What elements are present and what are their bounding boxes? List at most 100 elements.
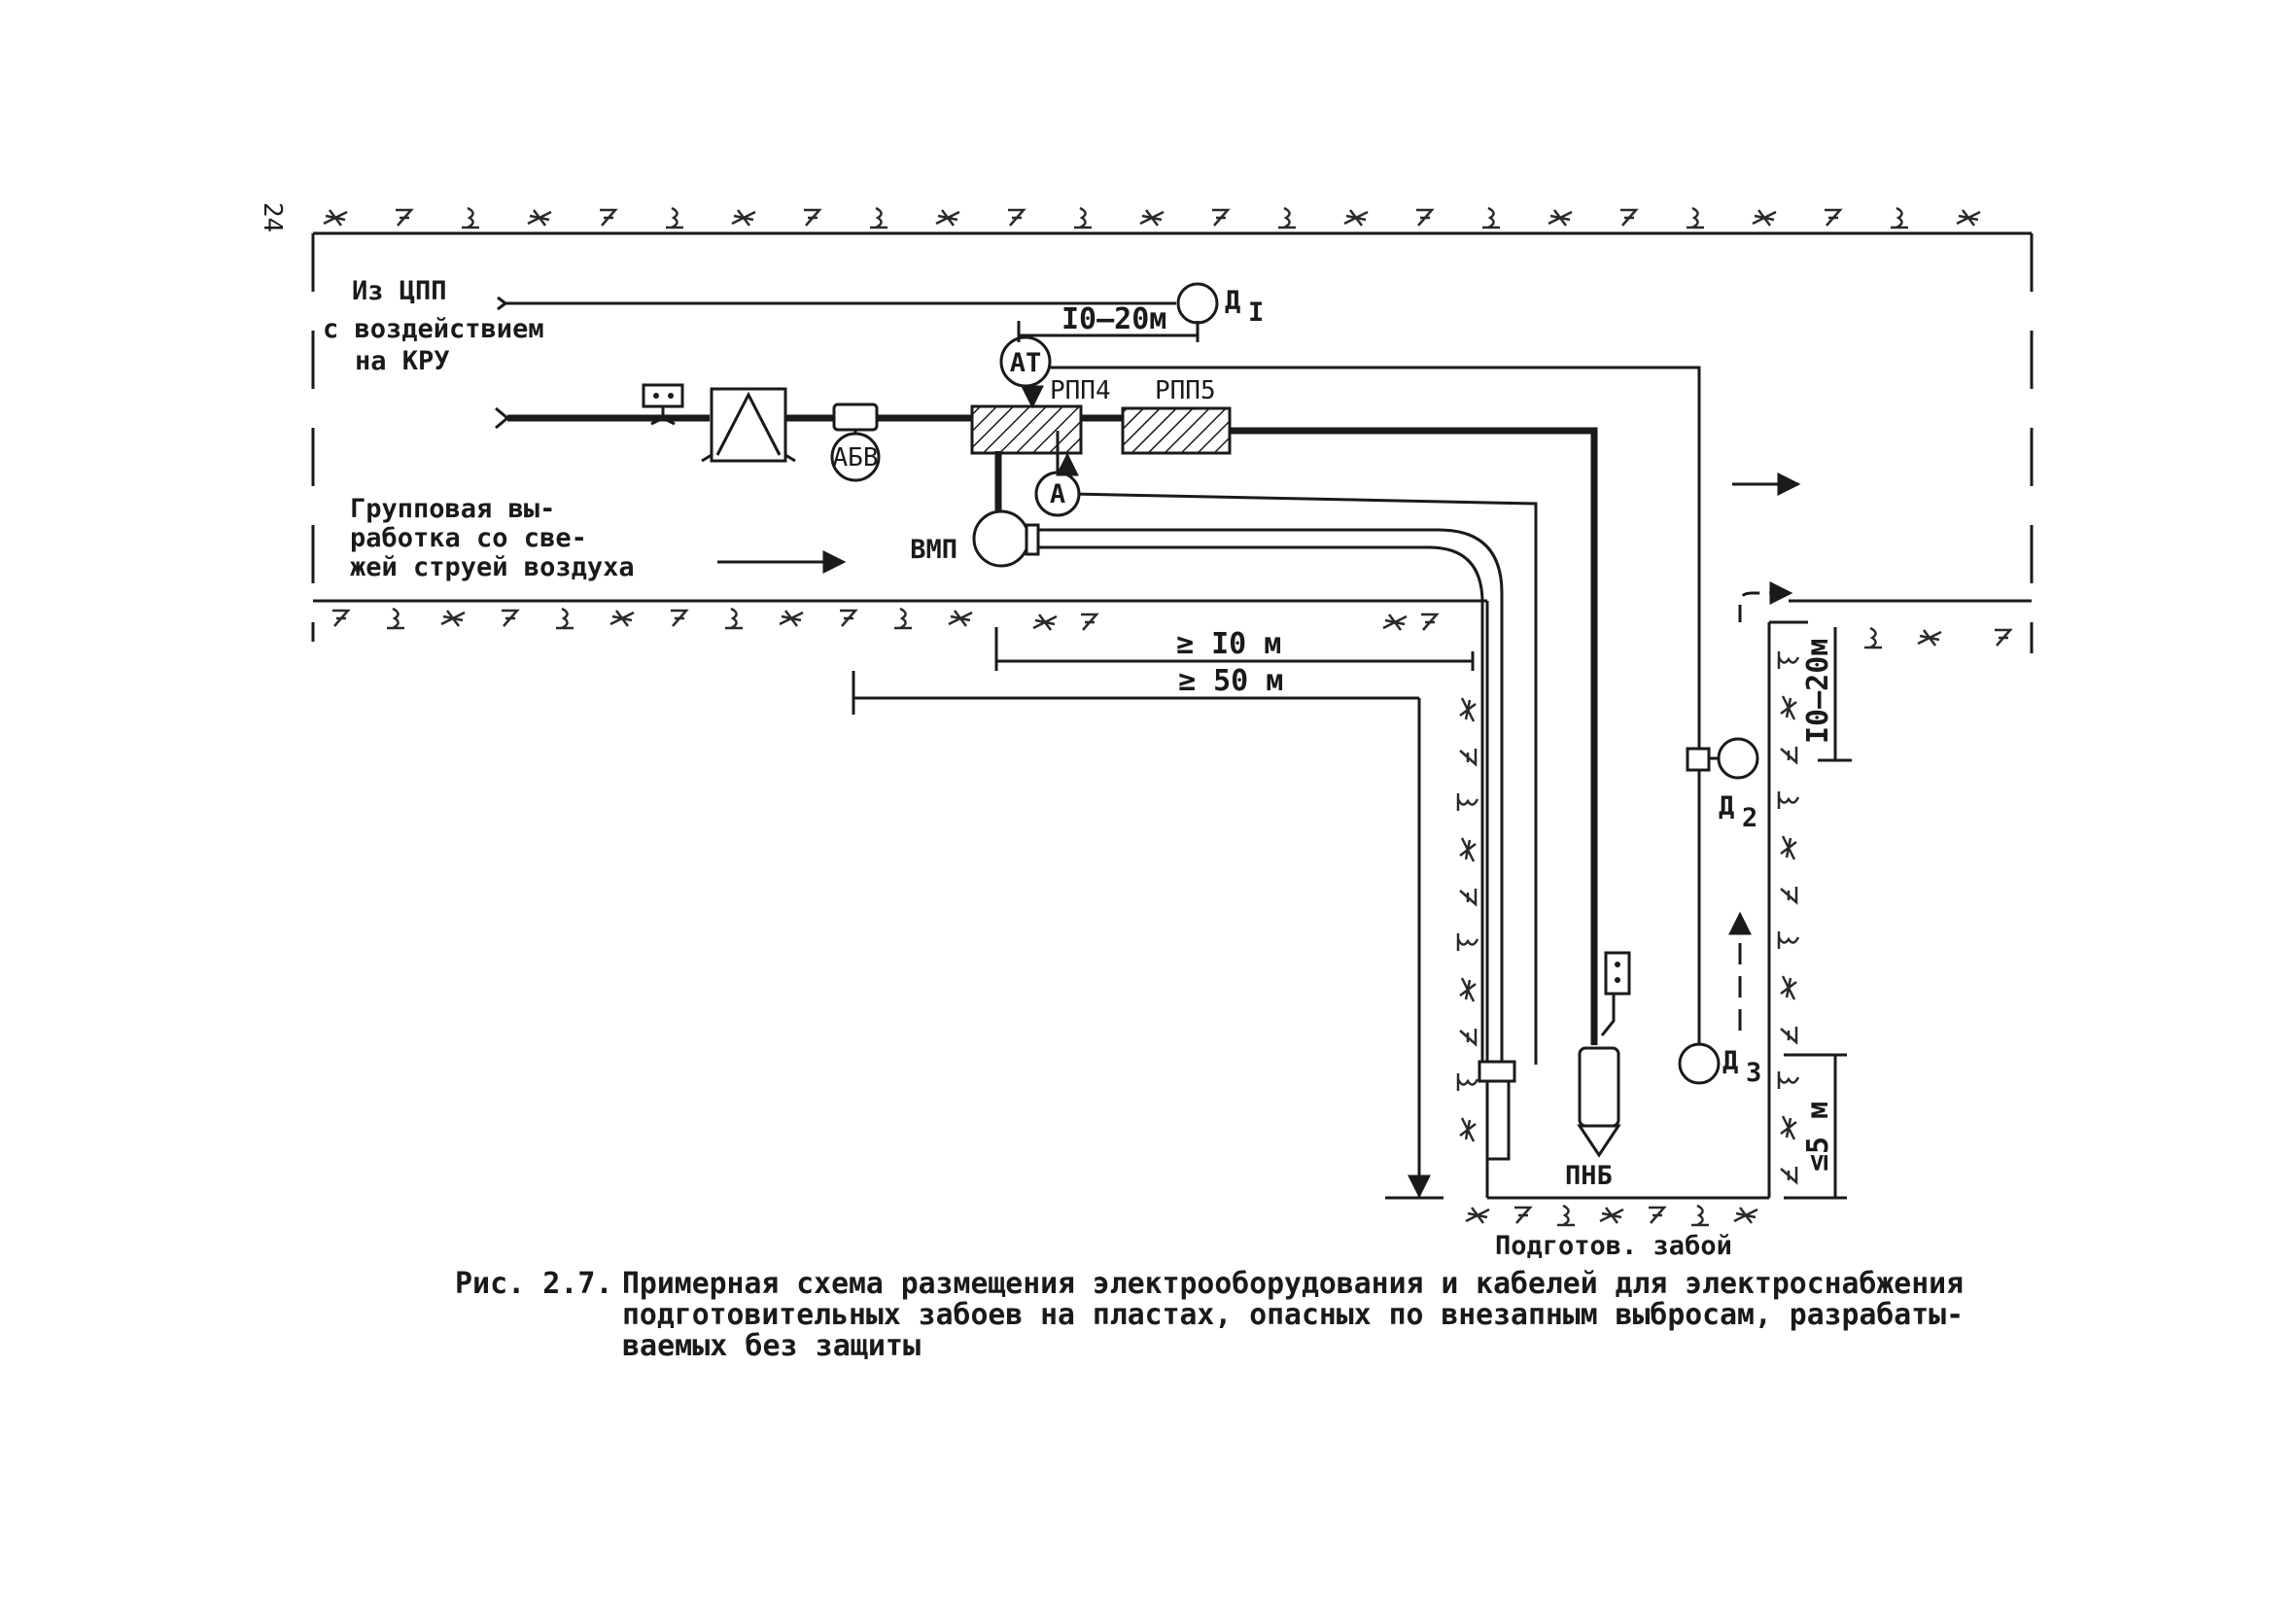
sensor-d1: Д I xyxy=(1176,282,1264,328)
caption-line-2: подготовительных забоев на пластах, опас… xyxy=(622,1298,1964,1332)
rock-mark xyxy=(1459,697,1477,722)
rock-mark xyxy=(1456,793,1479,811)
rpp5-unit: РПП5 xyxy=(1121,376,1232,455)
d1-label: Д xyxy=(1225,286,1240,316)
a-label: А xyxy=(1050,479,1065,509)
label-source-2: с воздействием xyxy=(323,314,544,344)
rock-mark xyxy=(1995,628,2013,647)
rock-mark xyxy=(1074,206,1092,229)
rock-mark xyxy=(387,607,404,630)
label-group-3: жей струей воздуха xyxy=(350,552,635,582)
rock-mark xyxy=(894,607,912,630)
rock-mark xyxy=(556,607,574,630)
rock-mark xyxy=(666,206,683,229)
rock-mark xyxy=(1620,208,1639,227)
rock-mark xyxy=(1777,1071,1800,1089)
dim-min-10: ≥ I0 м xyxy=(1176,627,1281,661)
rock-mark xyxy=(1687,206,1704,229)
cables xyxy=(495,296,1701,1065)
rock-mark xyxy=(1917,629,1942,647)
rock-mark xyxy=(948,610,973,627)
rock-hatching xyxy=(323,206,2013,1227)
rock-mark xyxy=(1825,208,1843,227)
rock-mark xyxy=(1733,1207,1758,1224)
rock-mark xyxy=(323,209,348,227)
rock-mark xyxy=(1008,208,1026,227)
vmp-label: ВМП xyxy=(910,535,957,565)
rock-mark xyxy=(1212,208,1231,227)
figure-caption: Рис. 2.7. Примерная схема размещения эле… xyxy=(455,1267,1964,1363)
rock-mark xyxy=(600,208,618,227)
at-unit: АТ xyxy=(999,335,1052,409)
rpp4-unit: РПП4 xyxy=(970,376,1111,455)
rock-mark xyxy=(1649,1206,1667,1224)
rock-mark xyxy=(1780,1115,1797,1140)
rock-mark xyxy=(1459,749,1478,767)
rock-mark xyxy=(462,206,479,229)
rock-mark xyxy=(332,609,351,627)
rock-mark xyxy=(1343,209,1369,227)
rock-mark xyxy=(804,208,822,227)
dim-d1-distance: I0–20м xyxy=(1061,302,1166,336)
rock-mark xyxy=(1599,1207,1624,1224)
page-number: 24 xyxy=(258,202,287,232)
rock-mark xyxy=(396,208,414,227)
rock-mark xyxy=(1514,1206,1533,1224)
d2-sub: 2 xyxy=(1742,803,1757,833)
sensor-d3: Д 3 xyxy=(1678,1042,1761,1088)
rock-mark xyxy=(502,609,520,627)
rock-mark xyxy=(1139,209,1165,227)
label-group-2: работка со све- xyxy=(350,523,587,553)
dim-min-50: ≥ 50 м xyxy=(1178,664,1283,698)
rpp5-label: РПП5 xyxy=(1155,376,1216,405)
rock-mark xyxy=(725,607,743,630)
rock-mark xyxy=(1081,613,1099,631)
rock-mark xyxy=(1456,1073,1479,1091)
caption-line-3: ваемых без защиты xyxy=(622,1329,921,1363)
dim-max-5: ≤5 м xyxy=(1801,1102,1835,1172)
pnb-label: ПНБ xyxy=(1565,1161,1613,1191)
cable-to-heading xyxy=(1071,492,1538,1065)
rock-mark xyxy=(1780,975,1797,1000)
rpp4-label: РПП4 xyxy=(1050,376,1111,405)
rock-mark xyxy=(1956,209,1981,227)
rock-mark xyxy=(1891,206,1908,229)
rock-mark xyxy=(1482,206,1500,229)
label-source-1: Из ЦПП xyxy=(352,276,447,306)
rock-mark xyxy=(1777,791,1800,809)
rock-mark xyxy=(1777,651,1800,669)
duct-end xyxy=(1478,1060,1516,1161)
rock-mark xyxy=(609,610,635,627)
cable-to-d2-d3 xyxy=(1050,366,1701,1055)
rock-mark xyxy=(1459,977,1477,1002)
abv-label: АБВ xyxy=(833,443,879,473)
rock-mark xyxy=(527,209,552,227)
rock-mark xyxy=(731,209,756,227)
rock-mark xyxy=(1278,206,1296,229)
d3-label: Д xyxy=(1722,1046,1738,1076)
rock-mark xyxy=(1691,1204,1709,1227)
caption-prefix: Рис. 2.7. xyxy=(455,1267,613,1301)
rock-mark xyxy=(870,206,887,229)
rock-mark xyxy=(1557,1204,1575,1227)
rock-mark xyxy=(1864,626,1882,649)
rock-mark xyxy=(1780,887,1798,905)
vmp-fan: ВМП xyxy=(910,509,1040,568)
rock-mark xyxy=(1382,613,1408,631)
cable-to-pnb xyxy=(1230,427,1598,1045)
ammeter-a: А xyxy=(1034,452,1081,517)
dim-d2-distance: I0–20м xyxy=(1801,639,1835,744)
rock-mark xyxy=(840,609,858,627)
rock-mark xyxy=(671,609,689,627)
transformer-substation xyxy=(701,387,796,463)
rock-mark xyxy=(1459,889,1478,907)
sensor-d2: Д 2 xyxy=(1686,737,1759,833)
rock-mark xyxy=(1032,613,1058,631)
rock-mark xyxy=(1459,1117,1477,1142)
airflow-arrows xyxy=(717,473,1801,1031)
rock-mark xyxy=(779,610,804,627)
label-source-3: на КРУ xyxy=(355,346,450,376)
text-labels: Из ЦПП с воздействием на КРУ Групповая в… xyxy=(323,276,1732,1261)
